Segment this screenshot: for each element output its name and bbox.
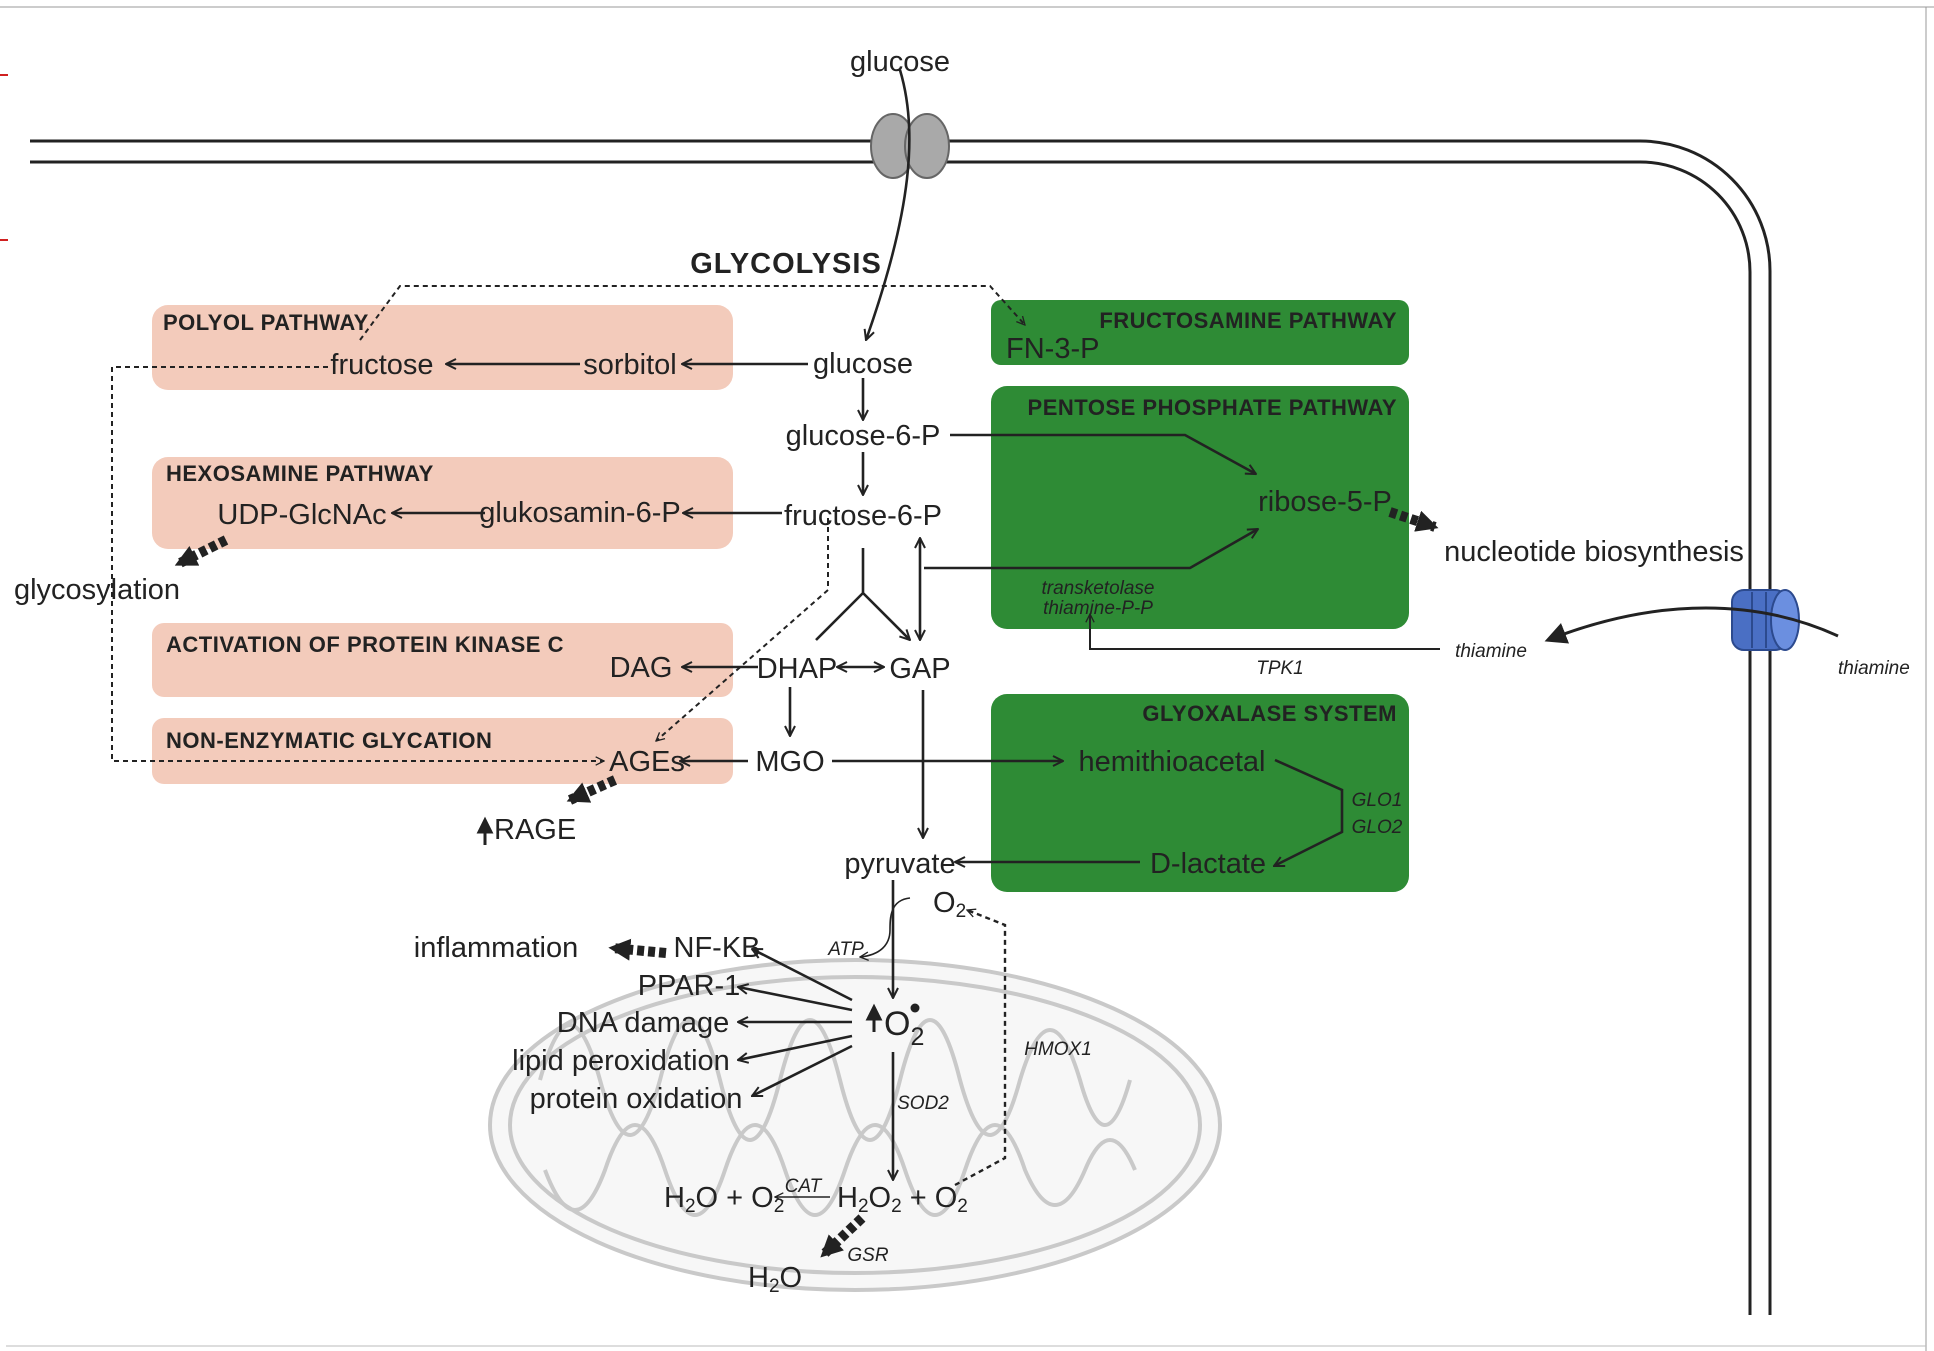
f6p-label: fructose-6-P [784, 500, 942, 532]
thiamine-transporter [1731, 589, 1800, 651]
arrow-udp-glycosylation [174, 535, 229, 569]
nucleotide-label: nucleotide biosynthesis [1444, 536, 1744, 568]
arrow-f6p-split [815, 548, 910, 640]
cat-label: CAT [785, 1176, 823, 1197]
glucose-label: glucose [813, 348, 913, 380]
arrow-f6p-ribose [924, 527, 1258, 570]
tpk1-label: TPK1 [1256, 658, 1304, 679]
arrow-sup-ppar [738, 987, 853, 1012]
rage-group: RAGE [476, 814, 576, 846]
pkc-title: ACTIVATION OF PROTEIN KINASE C [166, 632, 564, 657]
atp-label: ATP [827, 939, 864, 960]
glukosamin-label: glukosamin-6-P [479, 497, 680, 529]
fructosamine-box [991, 300, 1409, 365]
fructose-label: fructose [330, 349, 433, 381]
rage-label: RAGE [494, 814, 576, 846]
up-arrow-icon [476, 816, 494, 845]
nfkb-label: NF-KB [674, 932, 761, 964]
hexosamine-box [152, 457, 733, 549]
ppar-label: PPAR-1 [638, 970, 741, 1002]
arrow-h2o2-h2o-gsr [819, 1214, 866, 1259]
transketolase-label: transketolase [1041, 578, 1154, 599]
arrow-hemi-dlactate [1274, 758, 1344, 868]
arrow-sup-nfkb [752, 947, 853, 1002]
radical-dot-icon [910, 1003, 920, 1013]
g6p-label: glucose-6-P [786, 420, 941, 452]
thiamine-in-label: thiamine [1455, 641, 1527, 662]
arrow-g6p-ribose [950, 433, 1256, 476]
glycation-box [152, 718, 733, 784]
dag-label: DAG [610, 652, 673, 684]
arrow-thiamine-tpp [1090, 614, 1440, 650]
arrow-glucose-influx [866, 69, 911, 340]
fructosamine-title: FRUCTOSAMINE PATHWAY [1099, 308, 1397, 333]
glycolysis-title: GLYCOLYSIS [690, 248, 882, 280]
glycosylation-label: glycosylation [14, 574, 180, 606]
superoxide-label: O2 [884, 1005, 924, 1051]
pyruvate-label: pyruvate [844, 848, 955, 880]
outside-glucose: glucose [850, 46, 950, 78]
dna-label: DNA damage [557, 1007, 730, 1039]
arrow-thiamine-influx [1544, 606, 1839, 644]
protein-label: protein oxidation [530, 1083, 743, 1115]
ribose-label: ribose-5-P [1258, 486, 1392, 518]
udp-glcnac-label: UDP-GlcNAc [217, 499, 386, 531]
arrow-ages-rage [566, 775, 618, 805]
mitochondrion [488, 958, 1222, 1292]
h2o2-o2-label: H2O2 + O2 [837, 1182, 968, 1217]
arrow-ribose-nucleotide [1388, 507, 1439, 532]
dhap-label: DHAP [757, 653, 838, 685]
dashed-fructose-ages [111, 366, 604, 761]
inflammation-label: inflammation [414, 932, 578, 964]
dashed-fructose-fn3p [359, 285, 1025, 341]
sod2-label: SOD2 [897, 1093, 949, 1114]
polyol-title: POLYOL PATHWAY [163, 310, 369, 335]
arrows [392, 69, 1839, 1197]
hemithioacetal-label: hemithioacetal [1079, 746, 1266, 778]
glo1-label: GLO1 [1352, 790, 1403, 811]
cell-membrane [30, 139, 1772, 1315]
dashed-f6p-ages [656, 518, 829, 741]
ages-label: AGEs [609, 746, 685, 778]
sorbitol-label: sorbitol [583, 349, 677, 381]
gap-label: GAP [889, 653, 950, 685]
polyol-box [152, 305, 733, 390]
thiamine-pp-label: thiamine-P-P [1043, 598, 1153, 619]
lipid-label: lipid peroxidation [512, 1045, 730, 1077]
pkc-box [152, 623, 733, 697]
glyoxalase-box [991, 694, 1409, 892]
hexosamine-title: HEXOSAMINE PATHWAY [166, 461, 434, 486]
arrow-o2-atp [860, 897, 911, 957]
dashed-h2o2-o2 [954, 910, 1007, 1187]
mgo-label: MGO [755, 746, 824, 778]
h2o-o2-label: H2O + O2 [664, 1182, 784, 1217]
arrow-sup-lipid [738, 1034, 853, 1060]
arrow-sup-protein [752, 1044, 853, 1098]
pentose-title: PENTOSE PHOSPHATE PATHWAY [1028, 395, 1397, 420]
dashed-arrows [111, 285, 1025, 1187]
glo2-label: GLO2 [1352, 817, 1403, 838]
thick-arrows [174, 507, 1439, 1259]
up-arrow-icon [865, 1003, 883, 1032]
h2o-label: H2O [748, 1262, 802, 1297]
page-frame [0, 6, 1934, 1351]
superoxide-group: O2 [865, 1003, 924, 1051]
glyoxalase-title: GLYOXALASE SYSTEM [1142, 701, 1397, 726]
outside-thiamine: thiamine [1838, 658, 1910, 679]
glucose-transporter [870, 113, 950, 179]
glycation-title: NON-ENZYMATIC GLYCATION [166, 728, 492, 753]
dlactate-label: D-lactate [1150, 848, 1266, 880]
arrow-nfkb-inflammation [608, 938, 667, 961]
fn3p-label: FN-3-P [1006, 333, 1099, 365]
gsr-label: GSR [847, 1245, 888, 1266]
hmox1-label: HMOX1 [1024, 1039, 1092, 1060]
o2-label: O2 [933, 887, 966, 922]
